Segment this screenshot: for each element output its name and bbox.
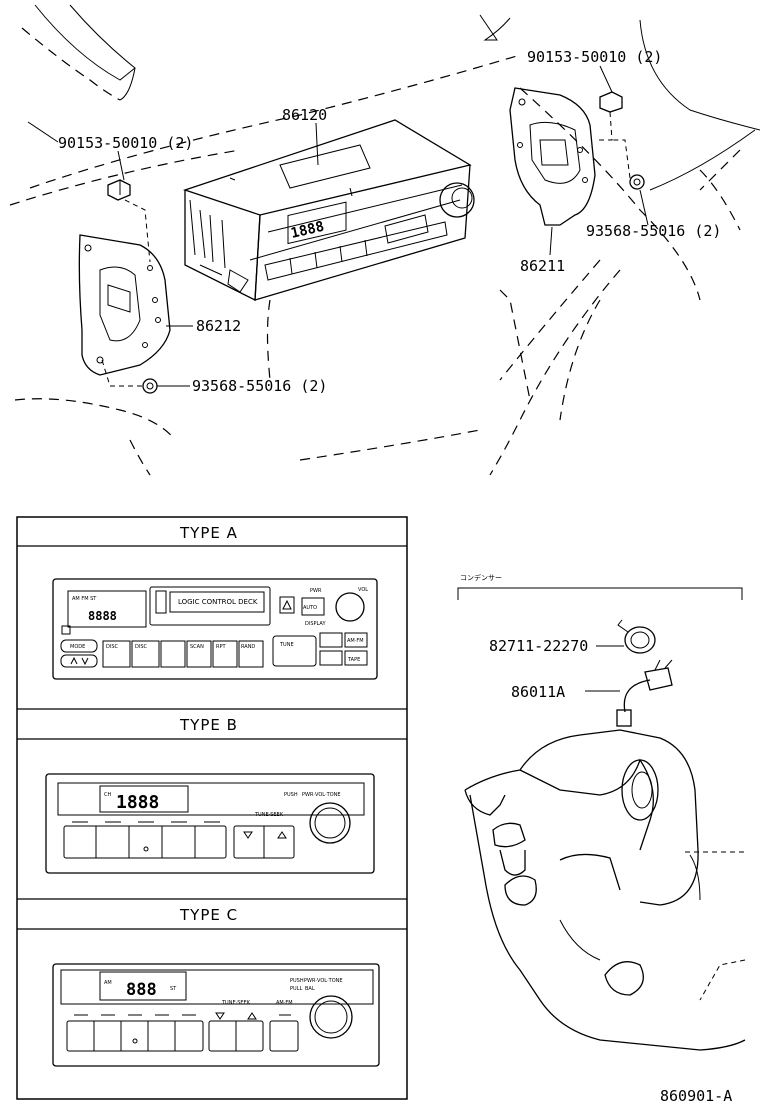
label-90153-left: 90153-50010 (2) (58, 134, 193, 152)
label-93568-right: 93568-55016 (2) (586, 222, 721, 240)
dashboard-outline (9, 4, 760, 476)
condenser-86011A (616, 659, 673, 727)
nut-left (142, 378, 158, 394)
svg-text:CH: CH (104, 792, 111, 798)
svg-text:ST: ST (170, 986, 177, 992)
assembly-lines (101, 111, 631, 387)
svg-text:8888: 8888 (88, 609, 117, 623)
bracket-86211 (509, 87, 596, 226)
svg-text:PUSH: PUSH (290, 978, 304, 984)
screw-right (599, 91, 623, 113)
svg-text:PWR: PWR (310, 588, 322, 594)
condenser-bracket (457, 587, 743, 600)
svg-text:PUSH: PUSH (284, 792, 298, 798)
svg-text:TUNE·SEEK: TUNE·SEEK (221, 1000, 251, 1006)
svg-text:PWR·VOL·TONE: PWR·VOL·TONE (302, 792, 341, 798)
svg-text:SCAN: SCAN (190, 644, 204, 650)
label-86212: 86212 (196, 317, 241, 335)
label-90153-right: 90153-50010 (2) (527, 48, 662, 66)
svg-text:DISC: DISC (135, 644, 147, 650)
type-panels (16, 516, 408, 1100)
svg-text:LOGIC CONTROL DECK: LOGIC CONTROL DECK (178, 598, 258, 606)
svg-text:PWR·VOL·TONE: PWR·VOL·TONE (304, 978, 343, 984)
svg-text:AM·FM: AM·FM (276, 1000, 293, 1006)
bracket-86212 (78, 234, 171, 376)
svg-text:VOL: VOL (358, 587, 368, 593)
type-a-faceplate: AM FM ST 8888 LOGIC CONTROL DECK AUTO PW… (52, 578, 378, 680)
label-86011A: 86011A (511, 683, 565, 701)
radio-head-unit: 1888 (182, 119, 475, 302)
svg-text:DISC: DISC (106, 644, 118, 650)
svg-text:AM FM ST: AM FM ST (72, 596, 97, 602)
svg-text:TAPE: TAPE (347, 657, 360, 663)
svg-text:AUTO: AUTO (303, 605, 317, 611)
diagram-id: 860901-A (660, 1087, 732, 1105)
svg-text:RAND: RAND (241, 644, 255, 650)
type-b-display: 1888 (116, 792, 159, 813)
type-c-title: TYPE C (179, 906, 238, 924)
svg-text:BAL: BAL (305, 986, 315, 992)
svg-text:DISPLAY: DISPLAY (305, 621, 326, 627)
clamp-82711 (617, 619, 656, 654)
svg-text:AM·FM: AM·FM (347, 638, 364, 644)
type-a-title: TYPE A (179, 524, 238, 542)
label-86211: 86211 (520, 257, 565, 275)
label-86120: 86120 (282, 106, 327, 124)
svg-text:TUNE: TUNE (279, 642, 294, 648)
type-c-faceplate: AM 888 ST PUSH PWR·VOL·TONE PULL BAL TUN… (52, 963, 380, 1067)
condenser-label: コンデンサー (460, 573, 502, 582)
type-c-display: 888 (126, 980, 157, 1000)
type-b-title: TYPE B (179, 716, 238, 734)
svg-text:MODE: MODE (70, 644, 85, 650)
label-82711: 82711-22270 (489, 637, 588, 655)
svg-text:TUNE·SEEK: TUNE·SEEK (254, 812, 284, 818)
svg-text:AM: AM (104, 980, 112, 986)
svg-text:RPT: RPT (216, 644, 226, 650)
nut-right (629, 174, 645, 190)
svg-text:PULL: PULL (290, 986, 302, 992)
svg-text:1888: 1888 (289, 219, 325, 242)
leader-lines (117, 65, 649, 387)
engine-housing (464, 729, 746, 1051)
type-b-faceplate: CH 1888 PUSH PWR·VOL·TONE TUNE·SEEK (45, 773, 375, 874)
label-93568-left: 93568-55016 (2) (192, 377, 327, 395)
screw-left (107, 179, 131, 201)
